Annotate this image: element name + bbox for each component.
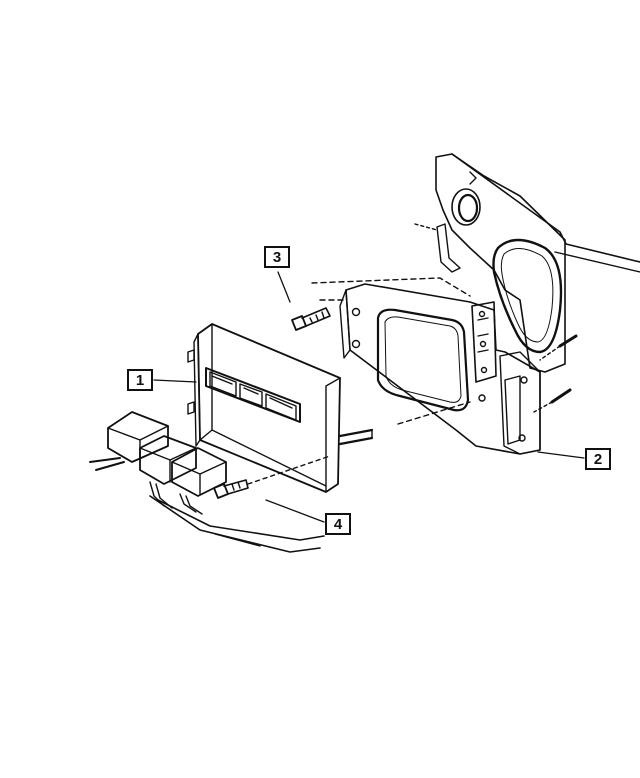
callout-2: 2 <box>585 448 611 470</box>
callout-1: 1 <box>127 369 153 391</box>
control-module-drawing <box>188 324 372 492</box>
harness-connectors <box>90 412 324 552</box>
body-panel <box>415 154 640 412</box>
leader-lines <box>154 272 584 522</box>
mounting-bracket-drawing <box>312 278 540 454</box>
bolt-3-drawing <box>292 308 330 330</box>
bolt-4-drawing <box>214 456 330 498</box>
callout-4: 4 <box>325 513 351 535</box>
callout-3: 3 <box>264 246 290 268</box>
